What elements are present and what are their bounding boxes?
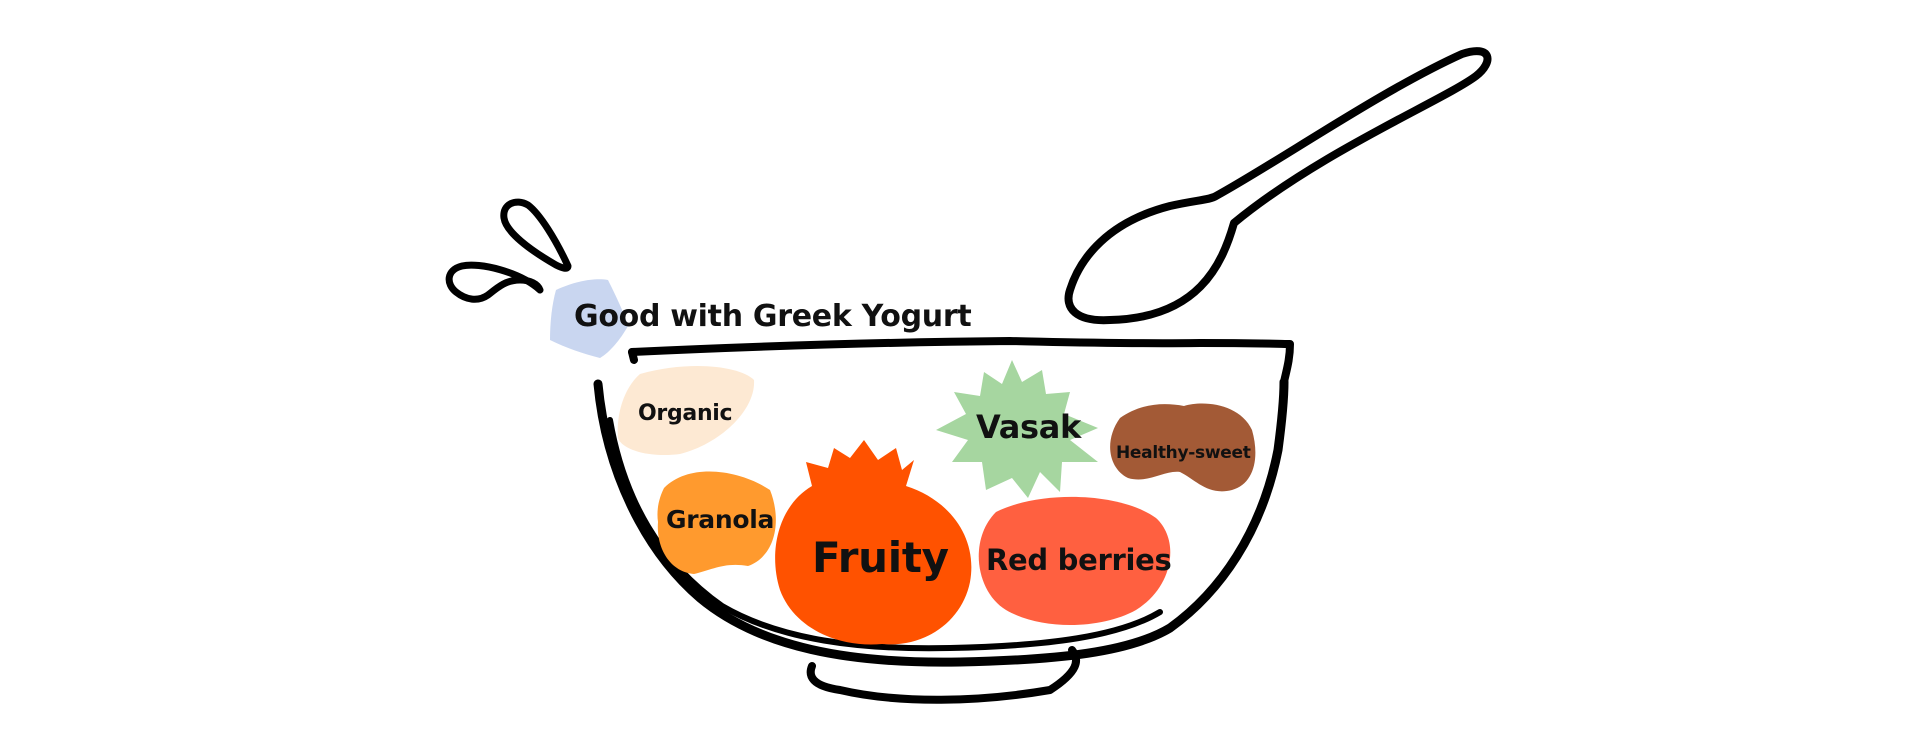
yogurt-cube-shape bbox=[550, 279, 628, 358]
organic-label: Organic bbox=[638, 401, 732, 426]
red-berries-blob bbox=[978, 496, 1171, 625]
bowl-foot bbox=[806, 646, 1080, 704]
vasak-star bbox=[936, 360, 1098, 498]
fruity-pomegranate bbox=[775, 440, 972, 645]
bowl-inner-curve bbox=[607, 417, 1163, 652]
spoon-handle-gap bbox=[1231, 68, 1461, 208]
healthy-sweet-blob bbox=[1110, 403, 1256, 492]
heading-label: Good with Greek Yogurt bbox=[574, 299, 971, 334]
granola-label: Granola bbox=[666, 505, 774, 534]
splash-drop-left bbox=[445, 261, 544, 303]
vasak-label: Vasak bbox=[976, 408, 1082, 446]
fruity-label: Fruity bbox=[812, 533, 949, 582]
splash-drop-top bbox=[500, 198, 572, 272]
red-berries-label: Red berries bbox=[986, 543, 1171, 577]
bowl-rim bbox=[628, 337, 1294, 386]
bowl-rim-left-tip bbox=[628, 348, 638, 364]
organic-blob bbox=[617, 366, 755, 456]
healthy-sweet-label: Healthy-sweet bbox=[1116, 443, 1251, 463]
spoon bbox=[1064, 47, 1492, 325]
bowl-body bbox=[593, 377, 1289, 667]
granola-blob bbox=[657, 471, 776, 574]
